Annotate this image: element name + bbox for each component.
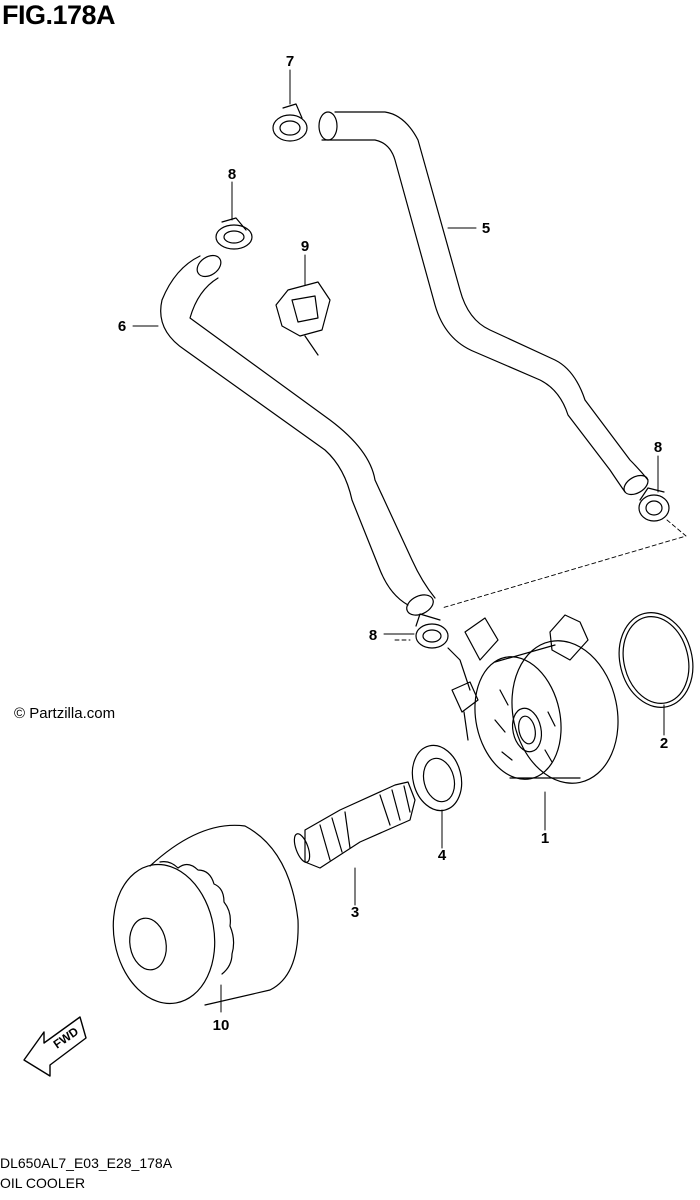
callout-8-lower[interactable]: 8 [369,627,377,644]
callout-8-top[interactable]: 8 [228,166,236,183]
lower-hose[interactable] [160,251,437,619]
callout-6[interactable]: 6 [118,318,126,335]
callout-8-right[interactable]: 8 [654,439,662,456]
callout-9[interactable]: 9 [301,238,309,255]
hose-holder[interactable] [275,281,331,356]
callout-3[interactable]: 3 [351,904,359,921]
fwd-arrow-icon [23,1016,87,1077]
callout-4[interactable]: 4 [438,847,447,864]
copyright-text: © Partzilla.com [14,705,116,722]
fwd-label: FWD [51,1024,82,1051]
callout-7[interactable]: 7 [286,53,294,70]
oil-cooler[interactable] [447,614,631,793]
oil-filter[interactable] [103,824,299,1011]
union-bolt[interactable] [291,781,416,869]
clamp-8-lower[interactable] [415,613,449,649]
clamp-8-top[interactable] [215,217,253,250]
leader-lines [132,69,665,1013]
callout-2[interactable]: 2 [660,735,668,752]
connector-lines [394,519,687,641]
upper-hose[interactable] [318,111,651,498]
callout-1[interactable]: 1 [541,830,549,847]
callout-5[interactable]: 5 [482,220,490,237]
callout-10[interactable]: 10 [213,1017,230,1034]
o-ring[interactable] [609,605,700,716]
figure-title: FIG.178A [2,0,116,30]
gasket[interactable] [406,740,469,816]
clamp-8-right[interactable] [638,487,670,522]
clamp-7[interactable] [272,103,308,142]
figure-code: DL650AL7_E03_E28_178A [0,1155,173,1171]
figure-name: OIL COOLER [0,1175,86,1191]
